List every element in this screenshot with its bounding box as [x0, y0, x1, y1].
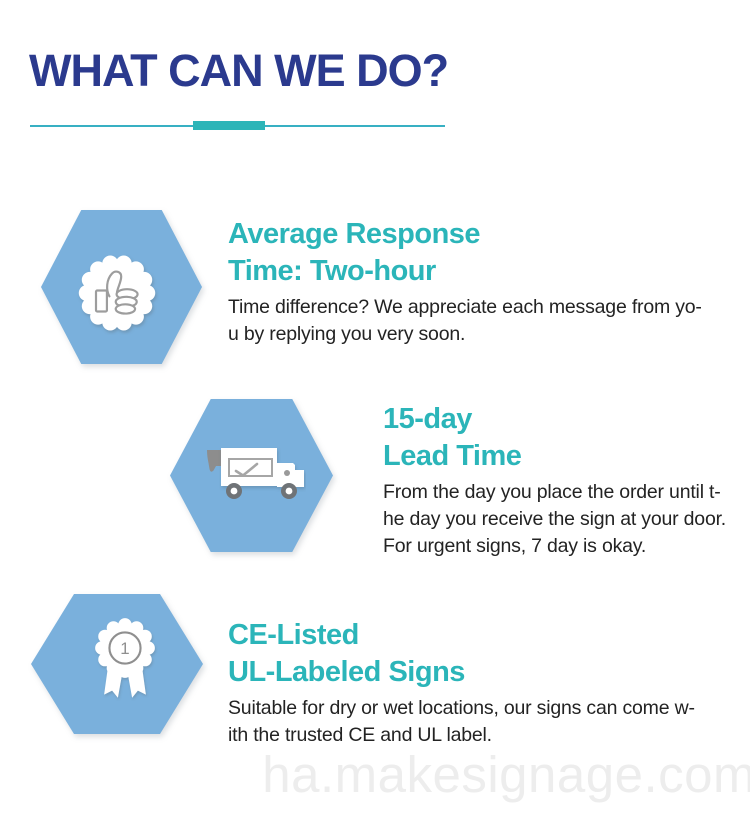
thumbs-up-glyph — [94, 270, 139, 315]
feature-body-line: u by replying you very soon. — [228, 323, 466, 345]
truck-panel-shape — [228, 458, 273, 477]
feature-heading: Average Response Time: Two-hour — [228, 216, 702, 290]
feature-body: Time difference? We appreciate each mess… — [228, 294, 702, 348]
feature-body-line: Time difference? We appreciate each mess… — [228, 296, 702, 318]
check-mark-glyph — [234, 462, 259, 477]
title-divider-accent — [193, 121, 265, 130]
feature-body-line: From the day you place the order until t… — [383, 481, 721, 503]
medal-number-label: 1 — [120, 639, 129, 658]
award-medal-icon: 1 — [95, 618, 155, 698]
thumbs-up-badge-icon — [78, 255, 156, 331]
feature-body: Suitable for dry or wet locations, our s… — [228, 695, 695, 749]
delivery-truck-icon — [207, 448, 304, 499]
feature-body-line: ith the trusted CE and UL label. — [228, 724, 492, 746]
feature-heading-line: CE-Listed — [228, 619, 359, 651]
feature-body-line: he day you receive the sign at your door… — [383, 508, 727, 530]
feature-heading: 15-day Lead Time — [383, 401, 726, 475]
feature-body: From the day you place the order until t… — [383, 479, 726, 560]
feature-heading-line: 15-day — [383, 403, 472, 435]
truck-wheels — [226, 483, 297, 499]
feature-heading-line: Time: Two-hour — [228, 255, 436, 287]
page-title: WHAT CAN WE DO? — [29, 45, 449, 96]
feature-body-line: Suitable for dry or wet locations, our s… — [228, 697, 695, 719]
feature-certifications: CE-Listed UL-Labeled Signs Suitable for … — [228, 617, 695, 749]
feature-heading-line: Lead Time — [383, 440, 522, 472]
truck-exhaust-shape — [207, 450, 223, 472]
feature-response-time: Average Response Time: Two-hour Time dif… — [228, 216, 702, 348]
medal-inner-circle — [108, 631, 142, 665]
feature-heading-line: UL-Labeled Signs — [228, 656, 465, 688]
feature-heading: CE-Listed UL-Labeled Signs — [228, 617, 695, 691]
feature-body-line: For urgent signs, 7 day is okay. — [383, 535, 647, 557]
watermark-text: ha.makesignage.com — [262, 746, 750, 803]
feature-heading-line: Average Response — [228, 218, 481, 250]
feature-lead-time: 15-day Lead Time From the day you place … — [383, 401, 726, 560]
truck-cab-dot — [284, 470, 290, 476]
